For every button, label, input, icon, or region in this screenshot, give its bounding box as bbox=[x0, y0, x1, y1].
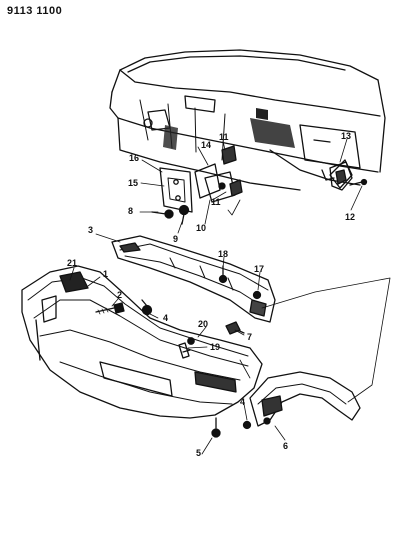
callout-14: 14 bbox=[201, 140, 211, 150]
part-1-bumper-fascia bbox=[21, 265, 263, 419]
part-4-nut-upper bbox=[141, 299, 153, 316]
callout-11-upper: 11 bbox=[219, 132, 229, 142]
part-14-10-brackets bbox=[194, 145, 243, 203]
callout-13: 13 bbox=[341, 131, 351, 141]
callout-7: 7 bbox=[247, 332, 252, 342]
callout-9: 9 bbox=[173, 234, 178, 244]
callout-4-lower: 4 bbox=[240, 397, 245, 407]
callout-5: 5 bbox=[196, 448, 201, 458]
callout-10: 10 bbox=[196, 223, 206, 233]
callout-12: 12 bbox=[345, 212, 355, 222]
part-2-bolt bbox=[95, 302, 125, 315]
callout-6: 6 bbox=[283, 441, 288, 451]
callout-1: 1 bbox=[103, 269, 108, 279]
part-3-energy-absorber bbox=[111, 235, 276, 323]
callout-15: 15 bbox=[128, 178, 138, 188]
diagram-code: 9113 1100 bbox=[7, 5, 63, 17]
callout-4-upper: 4 bbox=[163, 313, 168, 323]
callout-2: 2 bbox=[117, 290, 122, 300]
callout-3: 3 bbox=[88, 225, 93, 235]
callout-18: 18 bbox=[218, 249, 228, 259]
callout-20: 20 bbox=[198, 319, 208, 329]
callout-11-lower: 11 bbox=[211, 197, 221, 207]
callout-17: 17 bbox=[254, 264, 264, 274]
callout-16: 16 bbox=[129, 153, 139, 163]
vehicle-rear-body bbox=[109, 49, 386, 191]
part-6-splash-shield bbox=[211, 371, 361, 438]
callout-19: 19 bbox=[210, 342, 220, 352]
leader-lines bbox=[69, 138, 391, 455]
part-13-side-bracket bbox=[329, 161, 368, 191]
callout-labels: 1 2 3 4 4 5 6 7 8 9 10 11 11 12 13 14 15… bbox=[67, 131, 355, 458]
callout-21: 21 bbox=[67, 258, 77, 268]
callout-8: 8 bbox=[128, 206, 133, 216]
part-16-bracket bbox=[159, 167, 193, 213]
part-8-9-fasteners bbox=[151, 204, 190, 225]
